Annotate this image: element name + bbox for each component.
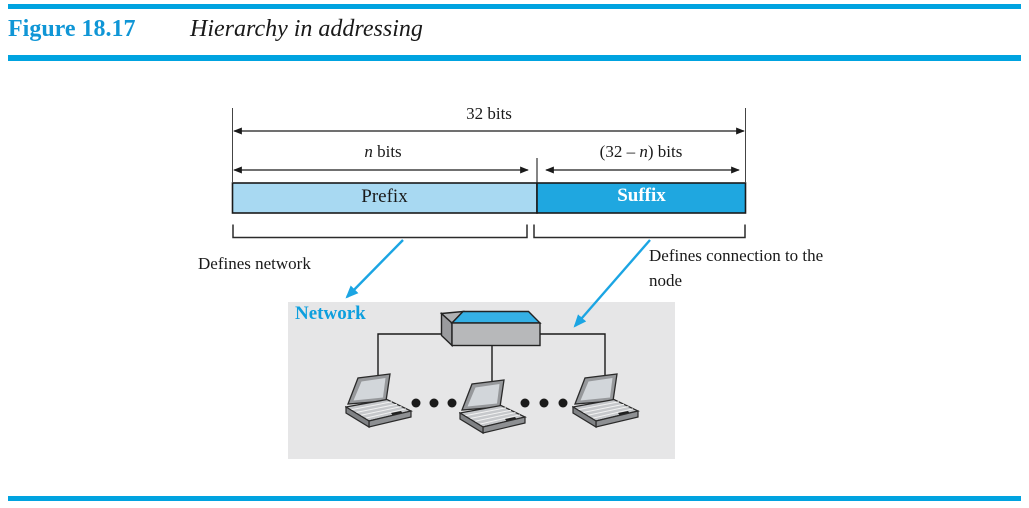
suffix-box bbox=[536, 182, 747, 214]
footer-rule bbox=[8, 496, 1021, 501]
hub-icon bbox=[439, 310, 542, 348]
defines-connection-label: Defines connection to the node bbox=[649, 246, 824, 290]
defines-network-label: Defines network bbox=[198, 254, 311, 273]
network-label: Network bbox=[295, 303, 366, 324]
ellipsis-dots bbox=[411, 398, 568, 408]
connection-pointer-arrow bbox=[573, 239, 651, 328]
top-rule bbox=[8, 4, 1021, 9]
suffix-label: Suffix bbox=[617, 185, 666, 206]
prefix-bracket bbox=[232, 224, 528, 239]
prefix-box bbox=[231, 182, 538, 214]
network-pointer-arrow bbox=[345, 239, 404, 299]
wire-left bbox=[377, 333, 442, 377]
prefix-label: Prefix bbox=[361, 186, 408, 207]
total-bits-label: 32 bits bbox=[466, 104, 512, 123]
remaining-bits-label: (32 – n) bits bbox=[599, 142, 683, 161]
n-bits-label: n bits bbox=[364, 142, 402, 161]
header-rule bbox=[8, 55, 1021, 61]
figure-number: Figure 18.17 bbox=[8, 16, 136, 42]
figure-caption: Hierarchy in addressing bbox=[190, 16, 423, 42]
wire-right bbox=[540, 333, 606, 377]
suffix-bracket bbox=[533, 224, 746, 239]
